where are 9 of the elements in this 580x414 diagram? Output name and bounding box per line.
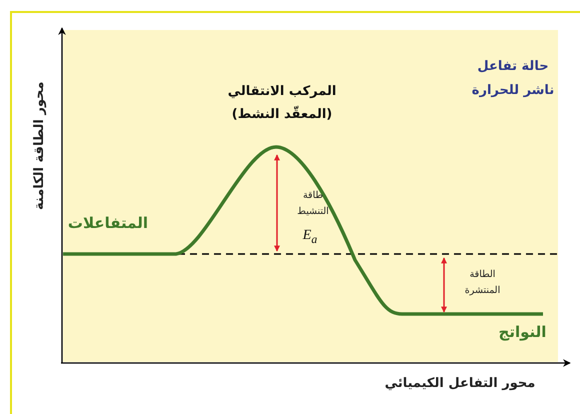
title-label: حالة تفاعل ناشر للحرارة — [470, 58, 556, 100]
reactants-label: المتفاعلات — [68, 214, 148, 232]
peak-label: المركب الانتقالي (المعقّد النشط) — [226, 83, 338, 124]
symbol-label: E$_{a}$ — [302, 228, 318, 246]
activation-energy-label: طاقة التنشيط — [296, 189, 330, 219]
axis-label: محور الطاقة الكامنة — [32, 82, 47, 210]
products-label: النواتج — [498, 323, 548, 341]
released-energy-label: الطاقة المنتشرة — [464, 268, 502, 298]
axis-label: محور التفاعل الكيميائي — [384, 376, 536, 391]
